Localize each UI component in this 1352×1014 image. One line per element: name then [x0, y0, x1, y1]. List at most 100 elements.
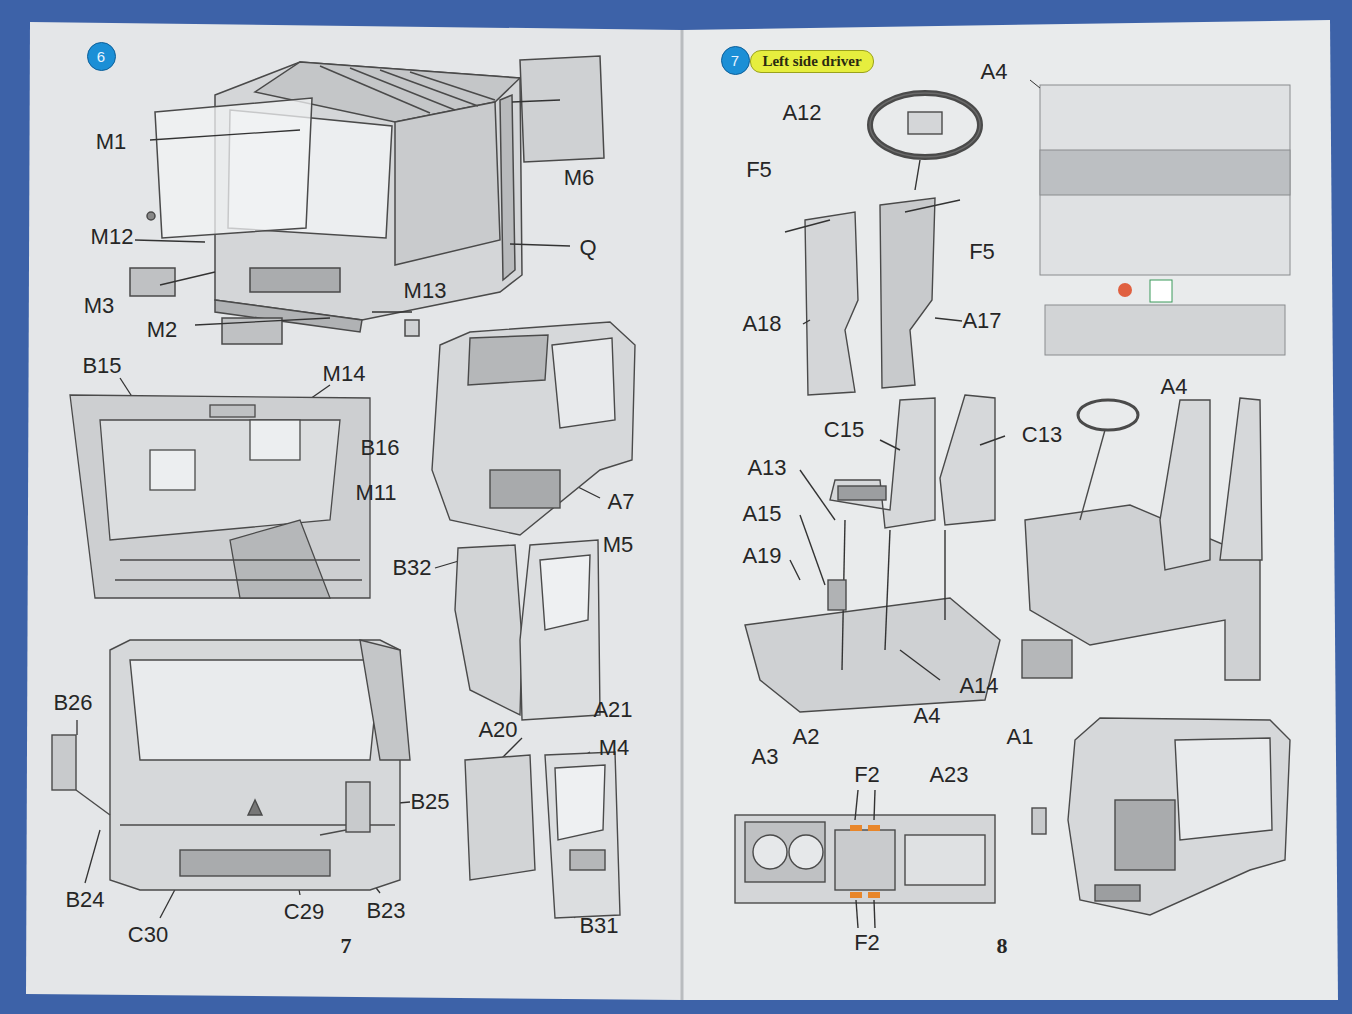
drawing-shape	[915, 160, 920, 190]
drawing-shape	[1022, 640, 1072, 678]
drawing-shape	[155, 98, 312, 238]
drawing-shape	[540, 555, 590, 630]
drawing-shape	[147, 212, 155, 220]
drawing-shape	[410, 72, 495, 100]
drawing-shape	[874, 900, 875, 928]
drawing-shape	[520, 56, 604, 162]
part-label: F2	[854, 763, 880, 787]
drawing-shape	[681, 30, 684, 1000]
part-label: A19	[742, 544, 781, 568]
part-label: B24	[65, 888, 104, 912]
drawing-shape	[110, 640, 400, 890]
drawing-shape	[230, 520, 330, 598]
cab-front-view	[52, 640, 410, 890]
drawing-shape	[380, 70, 478, 106]
part-label: F5	[969, 240, 995, 264]
drawing-shape	[1030, 80, 1040, 88]
drawing-shape	[980, 436, 1005, 445]
drawing-shape	[944, 530, 945, 620]
part-label: B25	[410, 790, 449, 814]
drawing-shape	[150, 130, 300, 140]
part-label: A14	[959, 674, 998, 698]
drawing-shape	[1115, 800, 1175, 870]
part-label: C13	[1022, 423, 1062, 447]
part-label: M4	[599, 736, 630, 760]
part-label: M1	[96, 130, 127, 154]
sheet-part	[1030, 80, 1290, 355]
drawing-shape	[850, 892, 862, 898]
part-label: A23	[929, 763, 968, 787]
part-label: M11	[355, 481, 396, 505]
node-text: 7	[731, 52, 739, 69]
drawing-shape	[838, 486, 886, 500]
drawing-shape	[360, 640, 410, 760]
drawing-shape	[545, 752, 620, 918]
part-label: M12	[91, 225, 134, 249]
part-label: A20	[478, 718, 517, 742]
drawing-shape	[850, 825, 862, 831]
drawing-shape	[100, 420, 340, 540]
drawing-shape	[800, 470, 835, 520]
drawing-shape	[130, 660, 380, 760]
part-label: M14	[323, 362, 366, 386]
drawing-shape	[885, 530, 890, 650]
drawing-shape	[1095, 885, 1140, 901]
part-label: Q	[579, 236, 596, 260]
drawing-shape	[905, 835, 985, 885]
page-number: 8	[997, 934, 1008, 958]
step-number: 7	[721, 46, 750, 75]
node-text: 6	[97, 48, 105, 65]
drawing-shape	[855, 790, 858, 820]
drawing-shape	[120, 559, 360, 560]
drawing-shape	[1175, 738, 1272, 840]
drawing-shape	[248, 800, 262, 815]
part-label: C15	[824, 418, 864, 442]
drawing-shape	[250, 420, 300, 460]
drawing-shape	[1118, 283, 1132, 297]
drawing-shape	[115, 579, 362, 580]
drawing-shape	[1068, 718, 1290, 915]
drawing-shape	[1040, 85, 1290, 275]
part-label: M6	[564, 166, 595, 190]
drawing-shape	[900, 650, 940, 680]
part-label: A4	[1161, 375, 1188, 399]
part-label: B15	[82, 354, 121, 378]
drawing-shape	[468, 335, 548, 385]
drawing-shape	[76, 720, 77, 735]
drawing-shape	[753, 835, 787, 869]
drawing-shape	[880, 440, 900, 450]
drawing-shape	[868, 825, 880, 831]
drawing-shape	[1150, 280, 1172, 302]
part-label: B23	[366, 899, 405, 923]
drawing-shape	[880, 198, 935, 388]
part-label: B32	[392, 556, 431, 580]
drawing-shape	[870, 93, 980, 157]
drawing-shape	[520, 540, 600, 720]
drawing-shape	[160, 272, 215, 285]
drawing-shape	[1080, 430, 1105, 520]
drawing-shape	[405, 320, 419, 336]
part-label: A13	[747, 456, 786, 480]
drawing-shape	[828, 580, 846, 610]
drawing-shape	[835, 830, 895, 890]
step-number: 6	[87, 42, 116, 71]
drawing-shape	[432, 322, 635, 535]
drawing-shape	[856, 900, 858, 928]
drawing-shape	[85, 830, 100, 883]
drawing-shape	[210, 405, 255, 417]
drawing-shape	[785, 220, 830, 232]
drawing-shape	[180, 850, 330, 876]
part-label: A17	[962, 309, 1001, 333]
drawing-shape	[1032, 808, 1046, 834]
interior-view	[70, 395, 370, 598]
drawing-shape	[195, 318, 330, 325]
drawing-shape	[1078, 400, 1138, 430]
doors	[455, 540, 620, 918]
part-label: A4	[981, 60, 1008, 84]
part-label: F5	[746, 158, 772, 182]
assembled-interior	[1022, 398, 1262, 680]
drawing-shape	[682, 20, 1338, 1000]
drawing-shape	[372, 311, 412, 312]
drawing-shape	[490, 470, 560, 508]
